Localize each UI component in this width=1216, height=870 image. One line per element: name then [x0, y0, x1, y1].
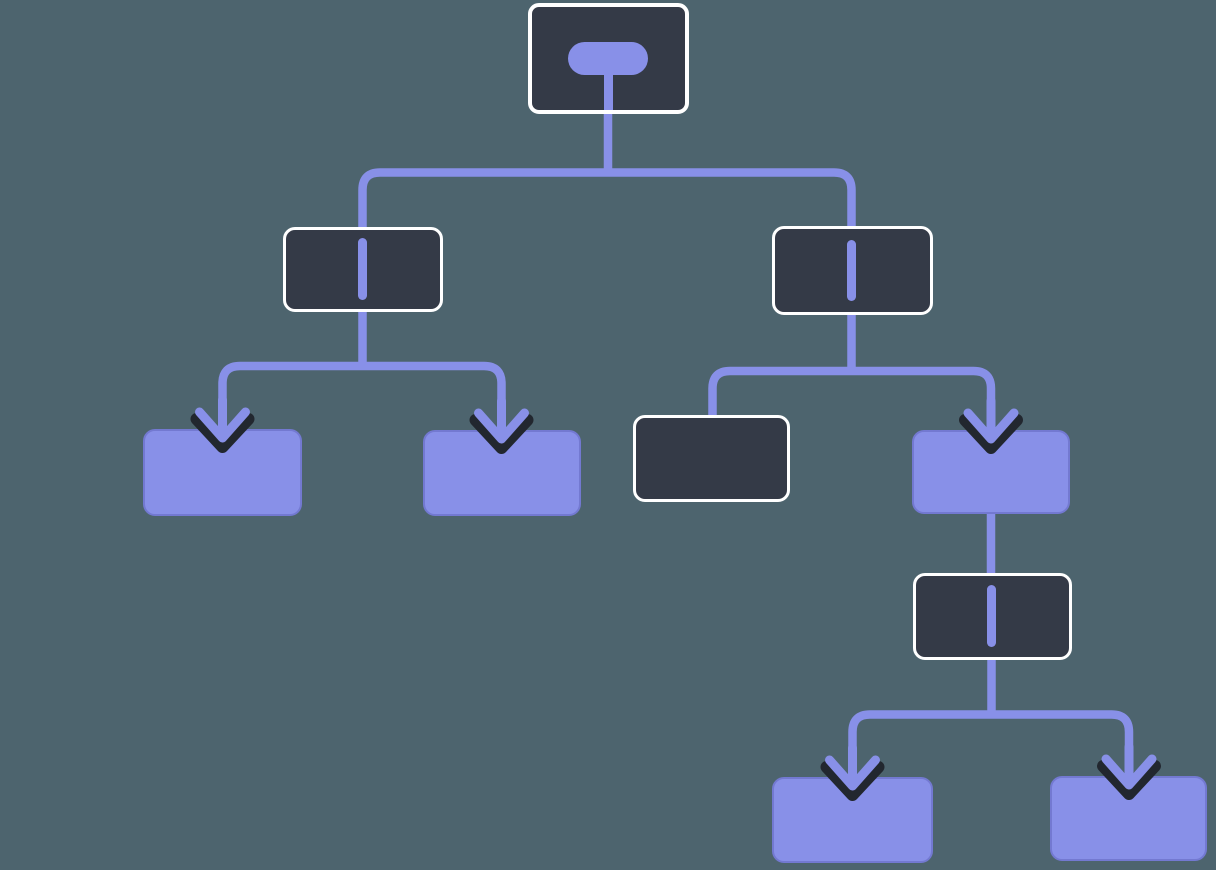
node-branch-right-2[interactable]	[913, 573, 1072, 660]
connector-group	[218, 108, 1134, 752]
node-leaf-left-1[interactable]	[143, 429, 302, 516]
node-leaf-bottom-1[interactable]	[772, 777, 933, 863]
pill-root-icon	[568, 42, 648, 75]
node-root[interactable]	[528, 3, 689, 114]
edge-root-branch	[358, 168, 856, 227]
node-leaf-bottom-2[interactable]	[1050, 776, 1207, 861]
edge-bottom-branch	[848, 710, 1134, 752]
pill-root-stem	[603, 73, 613, 110]
edge-left-branch	[218, 361, 506, 405]
edge-right-branch	[708, 366, 996, 416]
node-branch-right[interactable]	[772, 226, 933, 315]
node-branch-left[interactable]	[283, 227, 443, 312]
vertical-line-icon	[357, 237, 367, 300]
vertical-line-icon	[986, 584, 996, 647]
vertical-line-icon	[846, 239, 856, 301]
node-purple-mid[interactable]	[912, 430, 1070, 514]
node-leaf-left-2[interactable]	[423, 430, 581, 516]
node-leaf-dark[interactable]	[633, 415, 790, 502]
